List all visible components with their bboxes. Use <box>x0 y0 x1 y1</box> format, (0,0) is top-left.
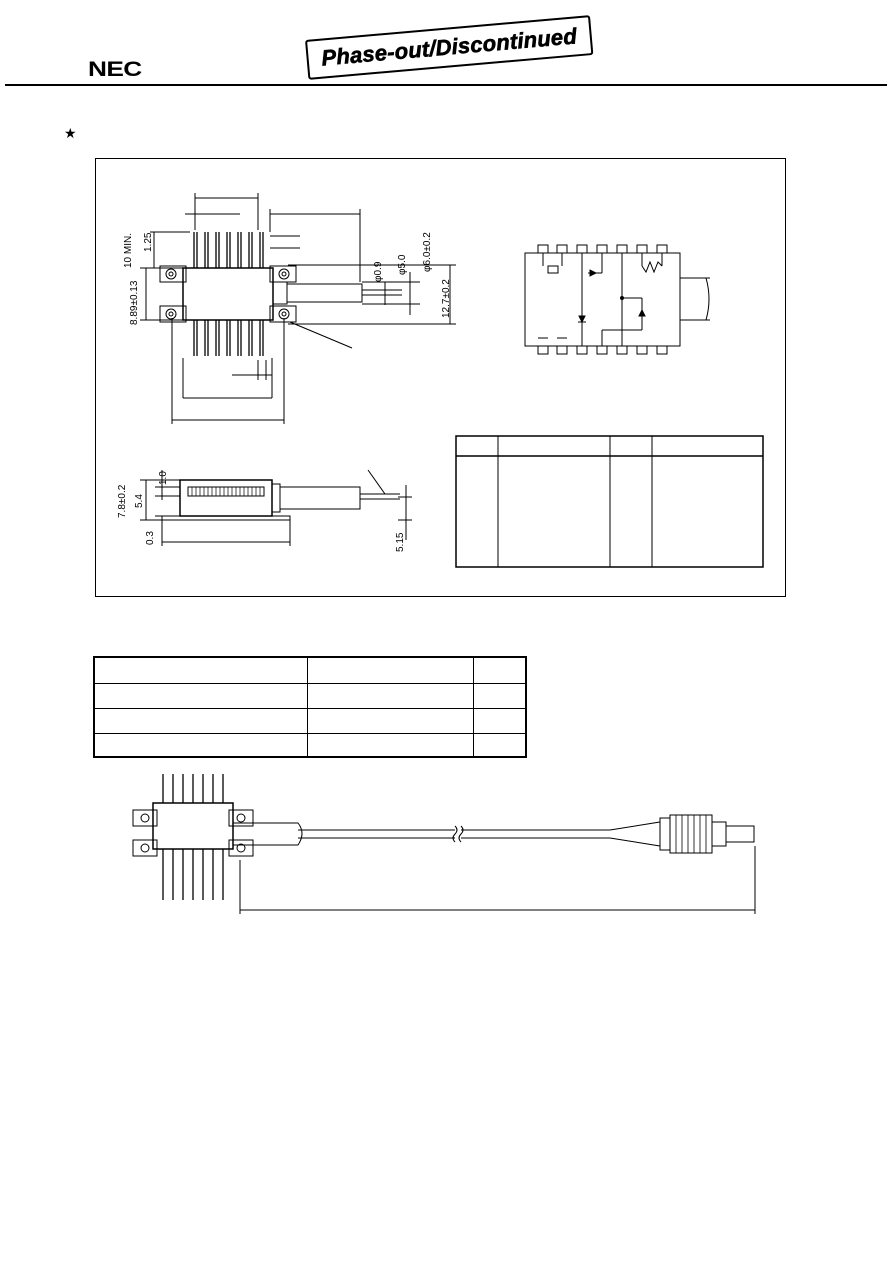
pin-table <box>455 435 764 568</box>
top-view <box>140 193 456 424</box>
spec-table <box>93 656 527 758</box>
dim-body-width: 8.89±0.13 <box>129 280 140 325</box>
dim-overall-width: 12.7±0.2 <box>441 279 452 318</box>
dim-lead-offset: 1.25 <box>143 232 154 252</box>
package-drawing-frame <box>95 158 786 597</box>
spec-table-divider <box>473 658 474 756</box>
dim-total-height: 7.8±0.2 <box>117 484 128 518</box>
spec-table-row <box>95 683 525 684</box>
dim-cap: 1.0 <box>158 471 169 485</box>
spec-table-row <box>95 733 525 734</box>
dim-lead-length: 10 MIN. <box>123 233 134 268</box>
dim-flange-dia: φ6.0±0.2 <box>422 232 433 272</box>
dim-fiber-dia: φ0.9 <box>373 261 384 282</box>
dim-fiber-height: 5.15 <box>395 532 406 552</box>
spec-table-row <box>95 708 525 709</box>
dim-boot-dia: φ5.0 <box>397 254 408 275</box>
nec-logo: NEC <box>88 58 142 81</box>
pigtail-drawing <box>132 774 756 914</box>
header-rule <box>5 84 887 86</box>
dim-body: 5.4 <box>134 494 145 508</box>
side-view <box>140 469 412 546</box>
star-marker: ★ <box>64 125 77 141</box>
spec-table-divider <box>307 658 308 756</box>
pin-schematic <box>524 244 710 355</box>
dim-base: 0.3 <box>145 531 156 545</box>
